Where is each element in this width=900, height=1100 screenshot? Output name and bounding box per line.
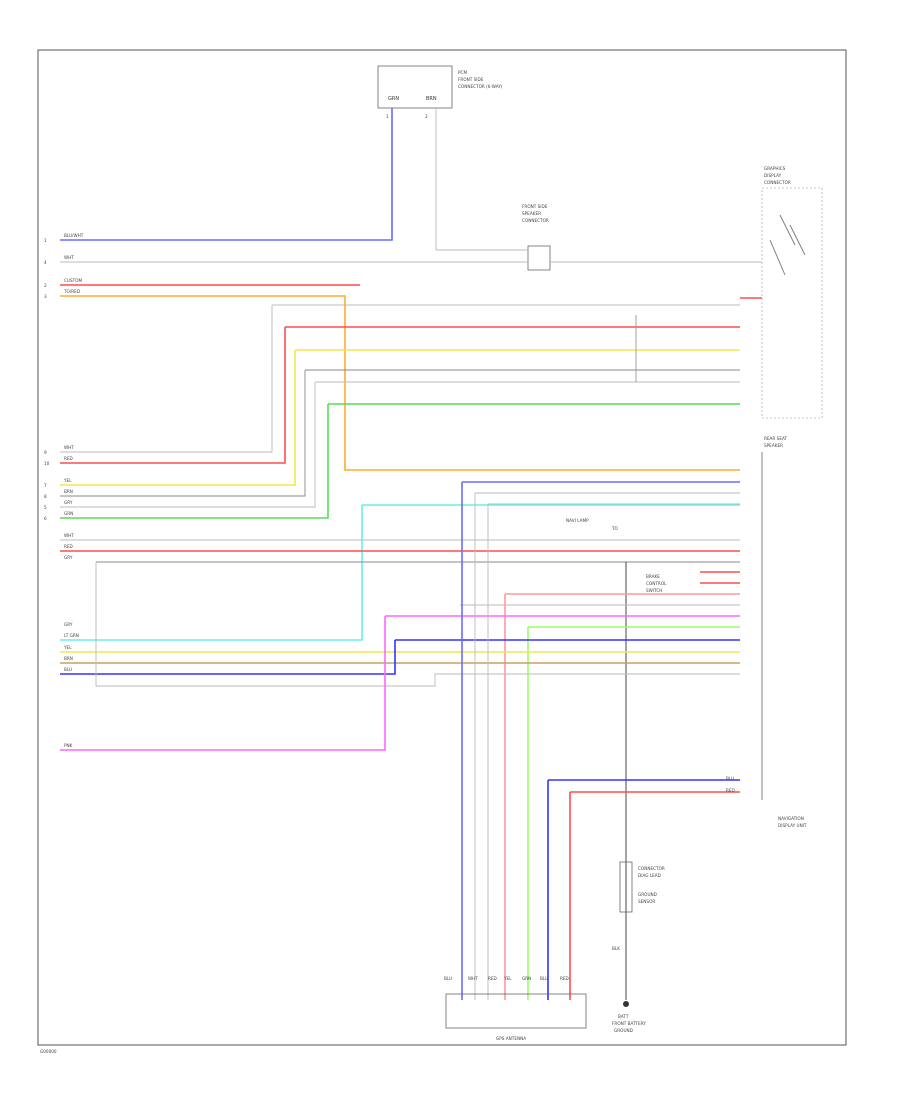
nav-unit-line-1: NAVIGATION [778,816,804,821]
nav-unit-line-2: DISPLAY UNIT [778,823,807,828]
ground-wire-label: BLK [612,946,620,951]
left-label-9: GRY [64,500,73,505]
right-top-component: GRAPHICS DISPLAY CONNECTOR [761,166,823,419]
left-label-4: TO/RED [63,289,80,294]
gps-antenna-label: GPS ANTENNA [496,1036,526,1041]
top-component-line-3: CONNECTOR (6-WAY) [458,84,503,89]
navigation-unit: NAVIGATION DISPLAY UNIT [761,452,807,828]
mid-right-tag-3: SWITCH [646,588,662,593]
left-label-16: YEL [63,645,72,650]
left-label-10: GRN [64,511,73,516]
bottom-wire-4: YEL [503,976,512,981]
left-label-8: BRN [64,489,73,494]
bottom-mid-line-1: CONNECTOR [638,866,665,871]
gps-antenna-component: BLU WHT RED YEL GRN BLU RED GPS ANTENNA [444,976,587,1041]
left-label-13: GRY [64,555,73,560]
left-label-7: YEL [63,478,72,483]
mid-tag-2: TO [611,526,619,531]
svg-text:GRN: GRN [388,96,399,102]
top-component-line-2: FRONT SIDE [458,77,484,82]
left-label-3: CUSTOM [64,278,83,283]
mid-component-line-3: CONNECTOR [522,218,549,223]
wire-group [60,108,762,1000]
left-label-15: LT GRN [64,633,79,638]
bottom-wire-7: RED [560,976,569,981]
ground-line-2: FRONT BATTERY [612,1021,646,1026]
svg-text:BRN: BRN [426,96,437,102]
pin-num-8: 8 [44,494,47,499]
bottom-wire-5: GRN [522,976,531,981]
ground-line-3: GROUND [614,1028,633,1033]
diagram-frame [37,49,847,1046]
left-label-19: PNK [64,743,73,748]
mid-right-tag-2: CONTROL [646,581,667,586]
mid-component-line-1: FRONT SIDE [522,204,548,209]
left-label-5: WHT [64,445,74,450]
pin-num-1: 1 [44,238,47,243]
right-connector-labels: BLU RED [726,776,735,793]
svg-text:2: 2 [425,114,428,119]
pin-num-3: 2 [44,283,47,288]
svg-text:1: 1 [386,114,389,119]
bottom-sensor-component: CONNECTOR DIAG LEAD GROUND SENSOR BLK [612,861,665,951]
pin-num-7: 7 [44,483,47,488]
mid-tags: NAVI LAMP TO BRAKE CONTROL SWITCH [566,518,667,593]
mid-component-line-2: SPEAKER [522,211,541,216]
left-label-17: BRN [64,656,73,661]
mid-tag-1: NAVI LAMP [566,518,589,523]
bottom-mid-line-4: SENSOR [638,899,655,904]
mid-right-tag-1: BRAKE [646,574,660,579]
bottom-wire-6: BLU [540,976,548,981]
pin-num-6: 10 [44,461,50,466]
top-component-line-1: PCM [458,70,467,75]
right-mid-component: REAR SEAT SPEAKER [764,436,788,448]
left-label-18: BLU [64,667,72,672]
diagram-id: G00000 [40,1049,57,1054]
right-conn-1: BLU [726,776,734,781]
bottom-wire-3: RED [488,976,497,981]
left-label-2: WHT [64,255,74,260]
bottom-wire-1: BLU [444,976,452,981]
mid-speaker-component: FRONT SIDE SPEAKER CONNECTOR [522,204,551,271]
right-top-line-1: GRAPHICS [764,166,786,171]
ground-icon: BATT FRONT BATTERY GROUND [612,1001,646,1033]
left-label-14: GRY [64,622,73,627]
top-connector-component: GRN BRN PCM FRONT SIDE CONNECTOR (6-WAY)… [377,65,503,119]
pin-num-9: 5 [44,505,47,510]
right-mid-line-2: SPEAKER [764,443,783,448]
pin-num-10: 6 [44,516,47,521]
right-top-line-3: CONNECTOR [764,180,791,185]
left-label-11: WHT [64,533,74,538]
bottom-mid-line-3: GROUND [638,892,657,897]
left-label-12: RED [64,544,73,549]
left-label-1: BLU/WHT [64,233,84,238]
pin-num-5: 9 [44,450,47,455]
right-mid-line-1: REAR SEAT [764,436,788,441]
ground-line-1: BATT [618,1014,629,1019]
pin-num-4: 3 [44,294,47,299]
left-label-6: RED [64,456,73,461]
right-conn-2: RED [726,788,735,793]
bottom-wire-2: WHT [468,976,478,981]
left-pin-numbers: 1 4 2 3 9 10 7 8 5 6 [44,238,50,521]
left-pin-labels: BLU/WHT WHT CUSTOM TO/RED WHT RED YEL BR… [63,233,84,748]
right-top-line-2: DISPLAY [764,173,782,178]
pin-num-2: 4 [44,260,47,265]
bottom-mid-line-2: DIAG LEAD [638,873,661,878]
